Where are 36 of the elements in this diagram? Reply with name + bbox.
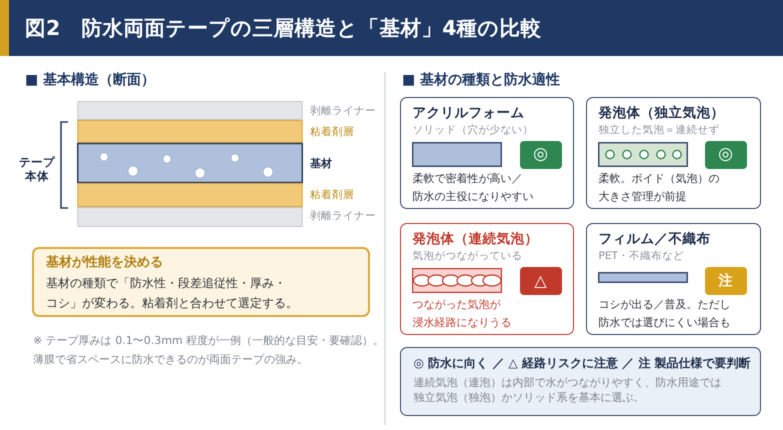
legend-text: 連続気泡（連泡）は内部で水がつながりやすく、防水用途では独立気泡（独泡）かソリッド系を基本に選ぶ。 xyxy=(414,374,722,406)
card-subtitle: PET・不織布など xyxy=(598,248,684,262)
callout-title: 基材が性能を決める xyxy=(46,254,163,272)
layer-label: 粘着剤層 xyxy=(310,188,354,202)
section-heading: ■ 基材の種類と防水適性 xyxy=(402,70,560,90)
rating-badge: ◎ xyxy=(520,140,562,168)
legend-heading: ◎ 防水に向く ／ △ 経路リスクに注意 ／ 注 製品仕様で要判断 xyxy=(414,354,750,370)
layer-label: 剥離ライナー xyxy=(310,209,376,223)
layer-label: 粘着剤層 xyxy=(310,124,354,138)
card-title: 発泡体（独立気泡） xyxy=(598,104,724,122)
legend-box xyxy=(400,347,761,416)
card-subtitle: ソリッド（穴が少ない） xyxy=(412,122,534,136)
card-subtitle: 気泡がつながっている xyxy=(412,248,522,262)
card-subtitle: 独立した気泡＝連続せず xyxy=(598,122,720,136)
rating-badge: △ xyxy=(520,266,562,294)
layer-label: 基材 xyxy=(310,157,332,171)
card-title: フィルム／不織布 xyxy=(598,230,710,248)
callout-text: 基材の種類で「防水性・段差追従性・厚み・コシ」が変わる。粘着剤と合わせて選定する。 xyxy=(46,275,298,312)
material-card xyxy=(586,97,761,209)
material-card xyxy=(400,97,574,209)
bracket-label: テープ本体 xyxy=(18,155,56,183)
card-text: つながった気泡が浸水経路になりうる xyxy=(412,296,512,330)
material-card xyxy=(400,223,574,335)
note-text: ※ テープ厚みは 0.1〜0.3mm 程度が一例（一般的な目安・要確認）。薄膜で省スペースに防水できるのが両面テープの強み。 xyxy=(33,332,384,368)
rating-badge: 注 xyxy=(704,266,746,294)
card-text: 柔軟で密着性が高い／防水の主役になりやすい xyxy=(412,170,534,204)
material-card xyxy=(586,223,761,335)
title: 図2 防水両面テープの三層構造と「基材」4種の比較 xyxy=(25,15,542,41)
callout-box xyxy=(32,247,370,317)
section-heading: ■ 基本構造（断面） xyxy=(25,71,156,90)
layer-label: 剥離ライナー xyxy=(310,104,376,118)
card-text: コシが出る／普及。ただし防水では選びにくい場合も xyxy=(598,296,730,330)
card-title: アクリルフォーム xyxy=(412,104,524,122)
card-text: 柔軟。ボイド（気泡）の大きさ管理が前提 xyxy=(598,170,720,204)
card-title: 発泡体（連続気泡） xyxy=(412,230,538,248)
rating-badge: ◎ xyxy=(704,140,746,168)
